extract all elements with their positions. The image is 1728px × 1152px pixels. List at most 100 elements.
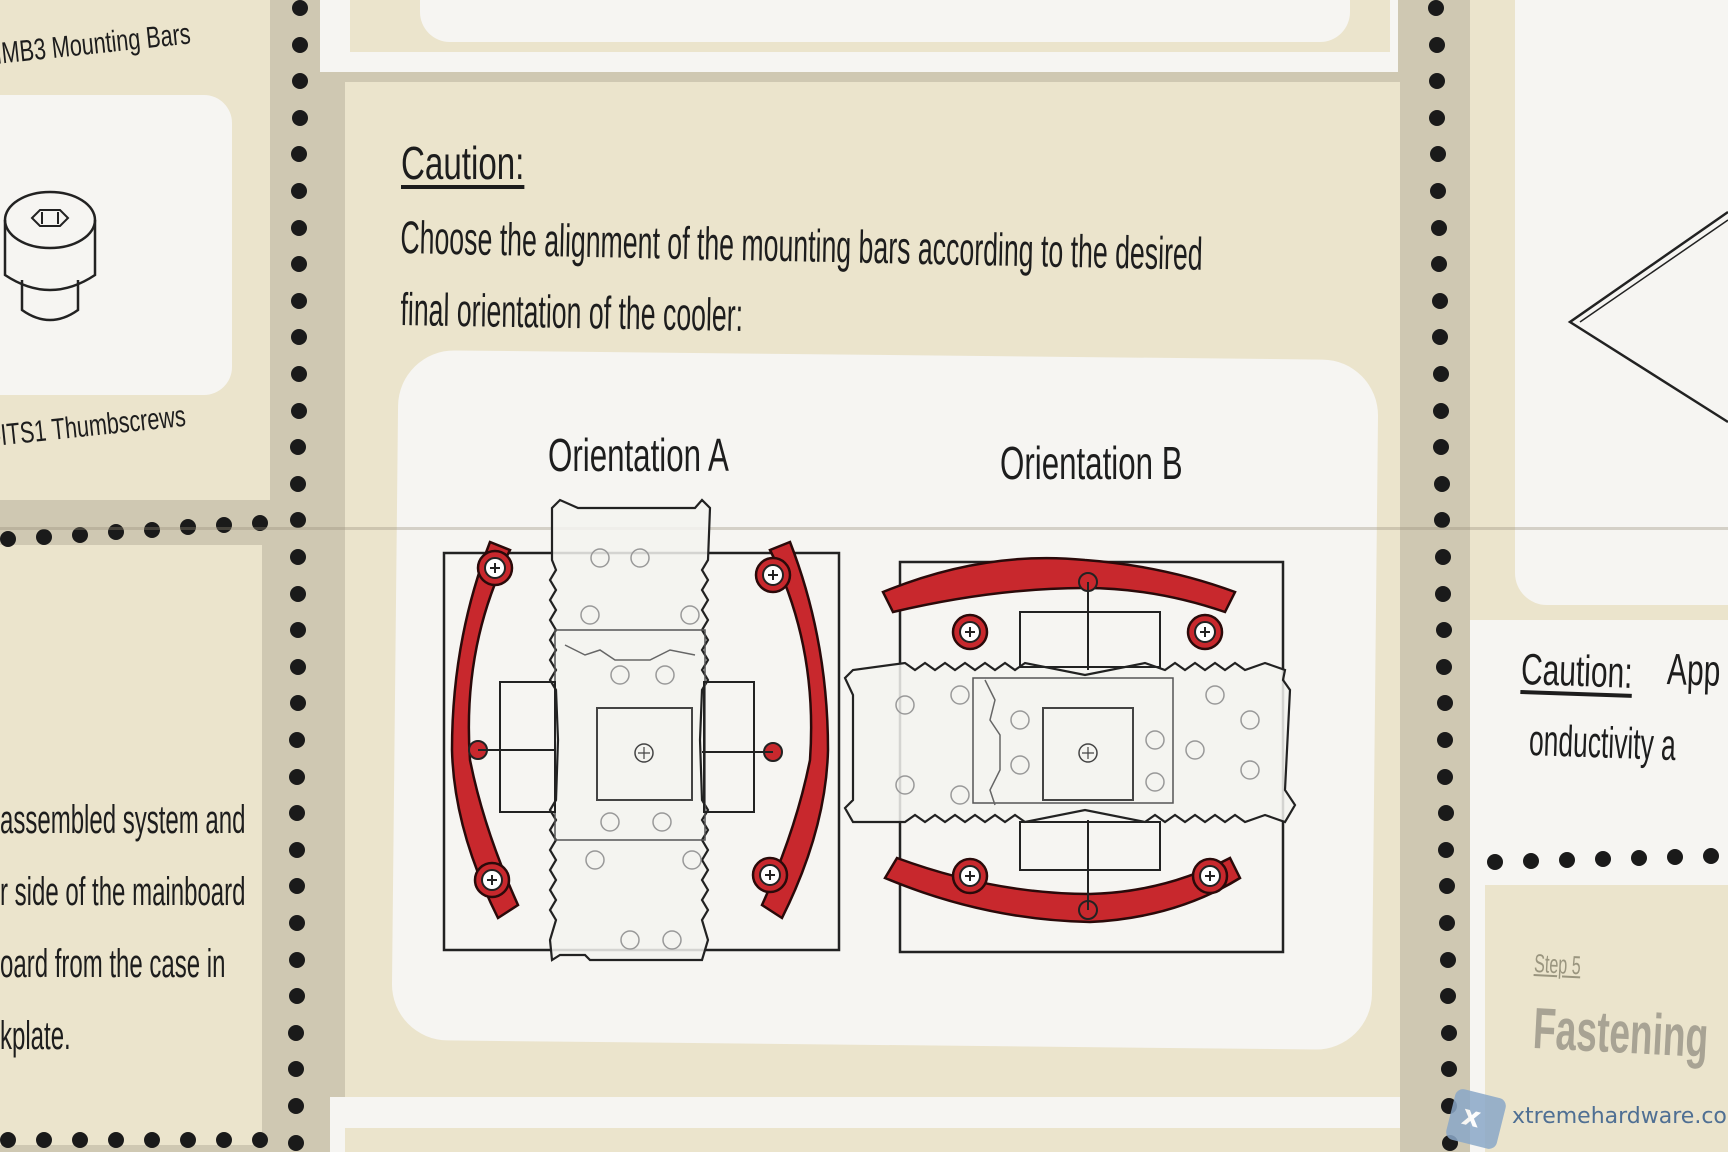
perforation-dot	[1595, 851, 1611, 868]
perforation-dot	[291, 109, 308, 126]
perforation-dot	[1429, 146, 1446, 163]
perforation-dot	[289, 841, 306, 858]
perforation-dot	[288, 951, 305, 968]
perforation-dot	[288, 1061, 305, 1078]
perforation-dot	[1429, 109, 1446, 126]
perforation-dot	[1437, 805, 1454, 822]
perforation-dot	[1428, 36, 1445, 53]
left-body-line-2: r side of the mainboard	[0, 870, 246, 914]
perforation-dot	[1631, 850, 1647, 867]
perforation-dot	[1431, 292, 1448, 309]
perforation-dot	[1428, 73, 1445, 90]
perforation-dot	[288, 878, 305, 895]
perforation-dot	[1440, 988, 1457, 1005]
perforation-dot	[1434, 549, 1451, 565]
perforation-dot	[289, 768, 306, 785]
perforation-dot	[1438, 878, 1455, 895]
perforation-dot	[289, 805, 306, 822]
perforation-dot	[1439, 951, 1456, 968]
perforation-dot	[291, 73, 308, 90]
perforation-dot	[180, 519, 196, 536]
perforation-dot	[1703, 848, 1719, 865]
perforation-dot	[288, 988, 305, 1005]
perforation-dot	[291, 256, 308, 273]
left-panel-bottom	[0, 545, 262, 1145]
logo-x-icon: x	[1458, 1098, 1485, 1135]
perforation-dot	[289, 732, 306, 748]
perforation-dot	[1435, 622, 1452, 639]
orientation-b-label: Orientation B	[1000, 437, 1183, 489]
perforation-dot	[1431, 256, 1448, 273]
orientation-a-label: Orientation A	[548, 429, 729, 481]
perforation-dot	[290, 439, 307, 456]
orientation-a-diagram	[442, 498, 841, 962]
caution-heading: Caution:	[401, 137, 525, 189]
perforation-dot	[1432, 329, 1449, 346]
perforation-dot	[1430, 183, 1447, 199]
perforation-dot	[291, 146, 308, 163]
perforation-dot	[291, 183, 308, 199]
perforation-dot	[1435, 585, 1452, 602]
perforation-dot	[1432, 366, 1449, 382]
perforation-dot	[0, 1132, 16, 1148]
perforation-dot	[144, 521, 160, 538]
right-caution-heading: Caution:	[1520, 645, 1634, 698]
perforation-dot	[216, 517, 232, 534]
perforation-dot	[288, 1134, 305, 1151]
perforation-dot	[288, 1024, 305, 1041]
perforation-dot	[36, 1132, 52, 1148]
step-label: Step 5	[1533, 948, 1582, 981]
perforation-dot	[290, 292, 307, 309]
perforation-dot	[144, 1132, 160, 1148]
perforation-dot	[1439, 915, 1456, 931]
perforation-dot	[290, 366, 307, 382]
perforation-dot	[36, 529, 52, 546]
perforation-dot	[290, 329, 307, 346]
perforation-dot	[290, 475, 307, 492]
perforation-dot	[1433, 475, 1450, 492]
perforation-dot	[1436, 658, 1453, 675]
perforation-dot	[290, 402, 307, 419]
perforation-dot	[1430, 219, 1447, 236]
thumbscrew-icon	[3, 190, 97, 322]
perforation-dot	[1436, 695, 1453, 712]
perforation-dot	[1432, 402, 1449, 419]
perforation-dot	[252, 514, 268, 531]
perforation-dot	[108, 524, 124, 541]
perforation-dot	[72, 526, 88, 543]
center-top-box	[420, 0, 1350, 42]
perforation-dot	[1433, 439, 1450, 456]
perforation-dot	[288, 915, 305, 931]
right-diagram-lines	[1567, 210, 1728, 424]
perforation-dot	[291, 36, 308, 53]
fold-crease	[0, 527, 1728, 530]
perforation-dot	[252, 1132, 268, 1148]
perforation-dot	[291, 0, 308, 16]
perforation-dot	[0, 531, 16, 548]
perforation-dot	[1437, 768, 1454, 785]
perforation-dot	[289, 585, 306, 602]
perforation-dot	[1667, 849, 1683, 866]
perforation-dot	[1440, 1024, 1457, 1041]
perforation-dot	[291, 219, 308, 236]
perforation-dot	[1523, 853, 1539, 870]
perforation-dot	[1434, 512, 1451, 529]
left-body-line-4: kplate.	[0, 1014, 71, 1058]
perforation-dot	[216, 1132, 232, 1148]
left-body-line-3: oard from the case in	[0, 942, 226, 986]
perforation-dot	[1428, 0, 1445, 16]
caution-text-line-2: final orientation of the cooler:	[400, 282, 744, 341]
perforation-dot	[1487, 854, 1503, 870]
perforation-dot	[180, 1132, 196, 1148]
perforation-dot	[72, 1132, 88, 1148]
right-text-fragment: onductivity a	[1528, 716, 1677, 771]
perforation-dot	[1440, 1061, 1457, 1078]
left-body-line-1: assembled system and	[0, 798, 246, 842]
right-caution-fragment: App	[1666, 645, 1722, 696]
step-title: Fastening	[1531, 995, 1711, 1071]
right-panel-bottom	[1485, 885, 1728, 1152]
perforation-dot	[108, 1132, 124, 1148]
watermark-text: xtremehardware.com	[1512, 1104, 1728, 1129]
perforation-dot	[289, 695, 306, 712]
orientation-b-diagram	[843, 556, 1297, 954]
